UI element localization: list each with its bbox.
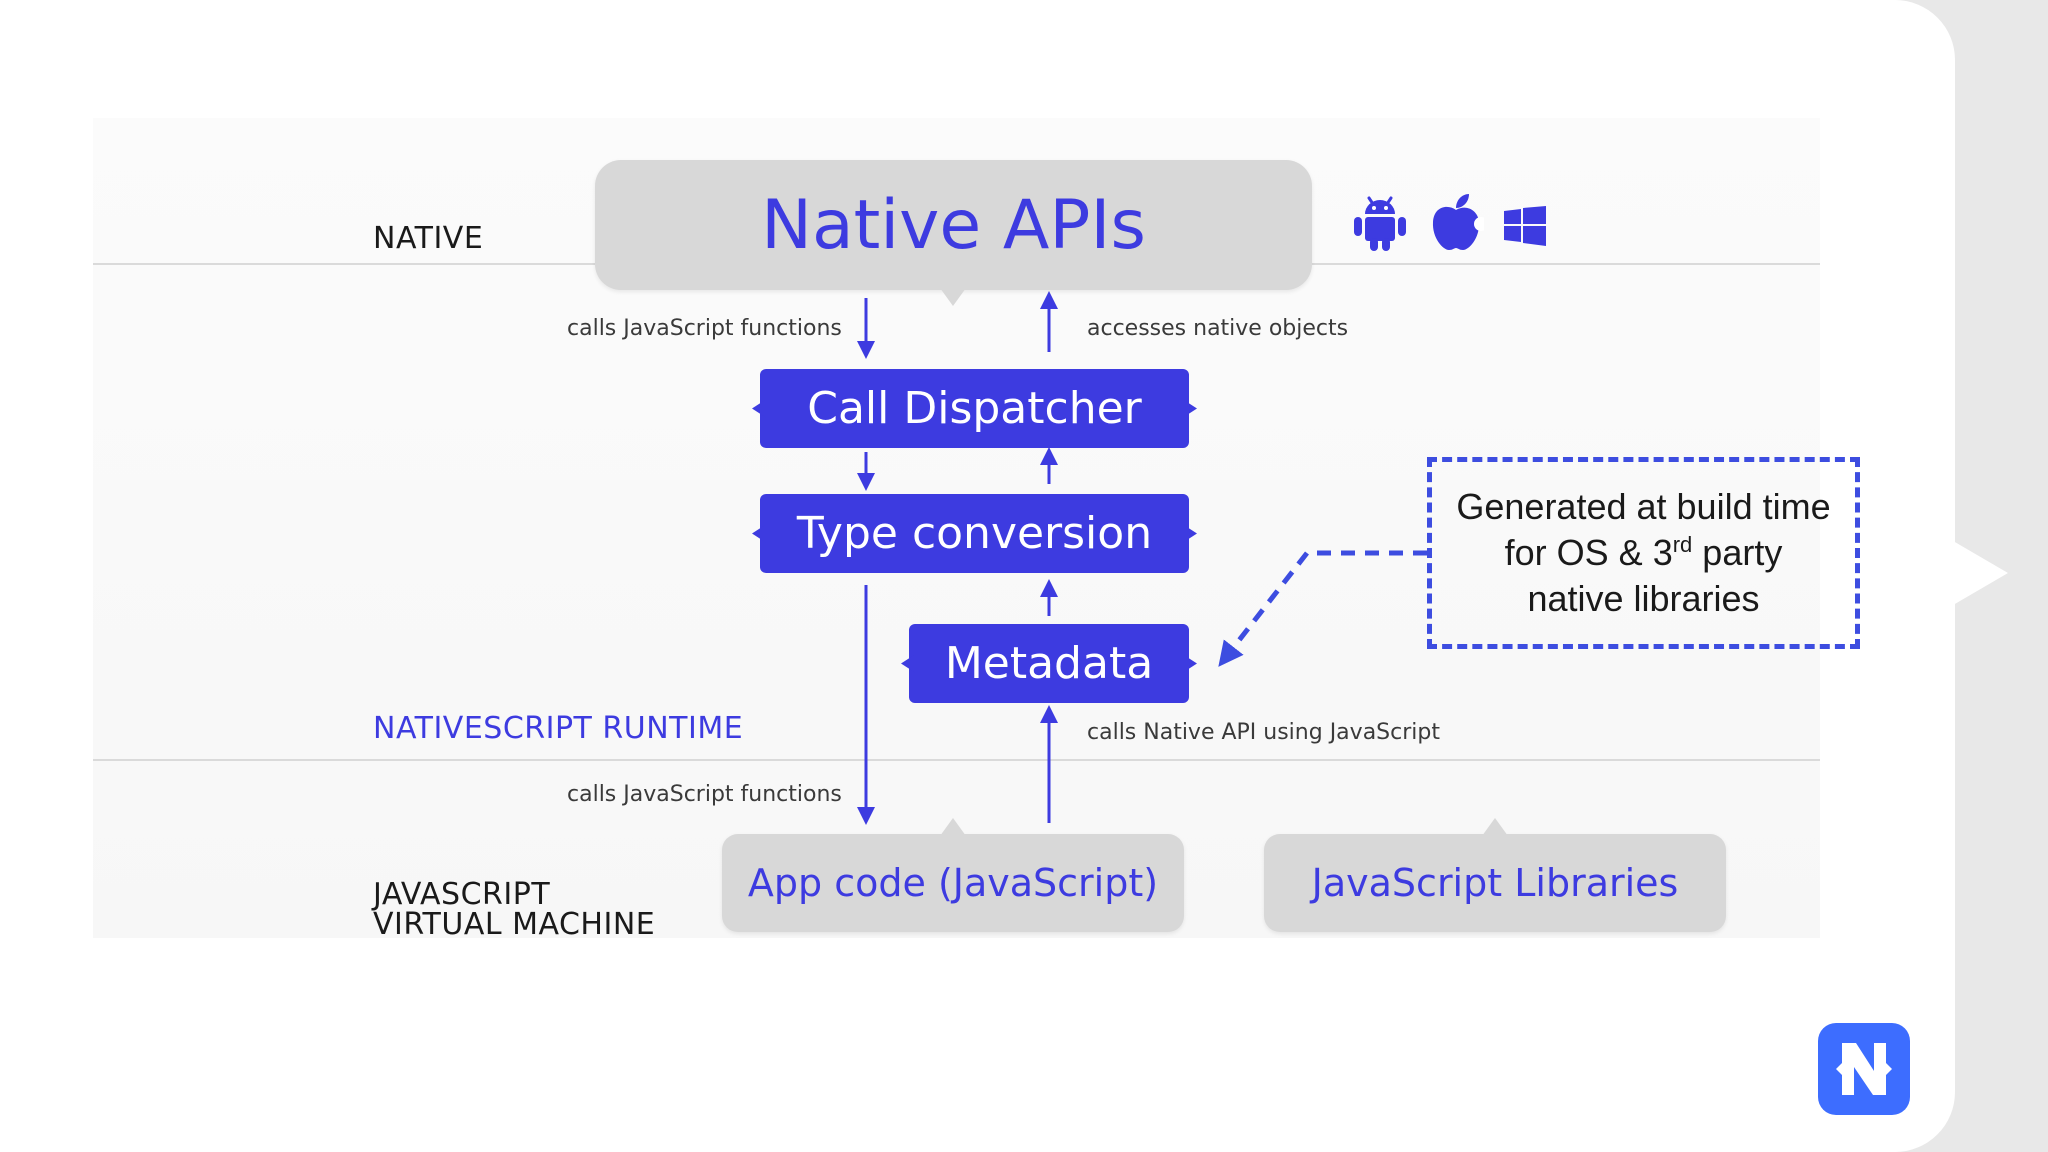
layer-label-runtime: NATIVESCRIPT RUNTIME [373, 711, 744, 746]
js-libraries-label: JavaScript Libraries [1311, 861, 1679, 905]
type-conversion-box: Type conversion [760, 494, 1189, 573]
build-time-callout: Generated at build time for OS & 3rd par… [1427, 457, 1860, 649]
app-code-box: App code (JavaScript) [722, 818, 1184, 932]
layer-label-native: NATIVE [373, 221, 484, 256]
layer-label-js-vm-1: JAVASCRIPT [373, 877, 551, 912]
label-calls-native-api: calls Native API using JavaScript [1087, 720, 1440, 745]
callout-line-2: for OS & 3rd party [1504, 532, 1783, 573]
app-code-label: App code (JavaScript) [747, 861, 1159, 905]
native-apis-label: Native APIs [761, 185, 1146, 265]
type-conversion-label: Type conversion [796, 508, 1153, 559]
label-accesses-native: accesses native objects [1087, 316, 1349, 341]
callout-line-1: Generated at build time [1456, 486, 1831, 527]
label-calls-js-top: calls JavaScript functions [567, 316, 842, 341]
layer-label-js-vm-2: VIRTUAL MACHINE [373, 907, 656, 942]
metadata-box: Metadata [909, 624, 1189, 703]
call-dispatcher-box: Call Dispatcher [760, 369, 1189, 448]
nativescript-n-icon [1836, 1043, 1892, 1095]
arrow-callout-to-metadata [1218, 550, 1427, 667]
metadata-label: Metadata [944, 638, 1154, 689]
nativescript-logo [1818, 1023, 1910, 1115]
android-icon [1354, 196, 1406, 251]
native-divider-right [1312, 263, 1820, 265]
native-apis-box: Native APIs [595, 160, 1312, 306]
js-libraries-box: JavaScript Libraries [1264, 818, 1726, 932]
runtime-divider [93, 759, 1820, 761]
callout-line-3: native libraries [1527, 578, 1760, 619]
call-dispatcher-label: Call Dispatcher [807, 383, 1142, 434]
native-divider [93, 263, 595, 265]
apple-icon [1432, 194, 1484, 250]
windows-icon [1504, 206, 1546, 246]
label-calls-js-bottom: calls JavaScript functions [567, 782, 842, 807]
